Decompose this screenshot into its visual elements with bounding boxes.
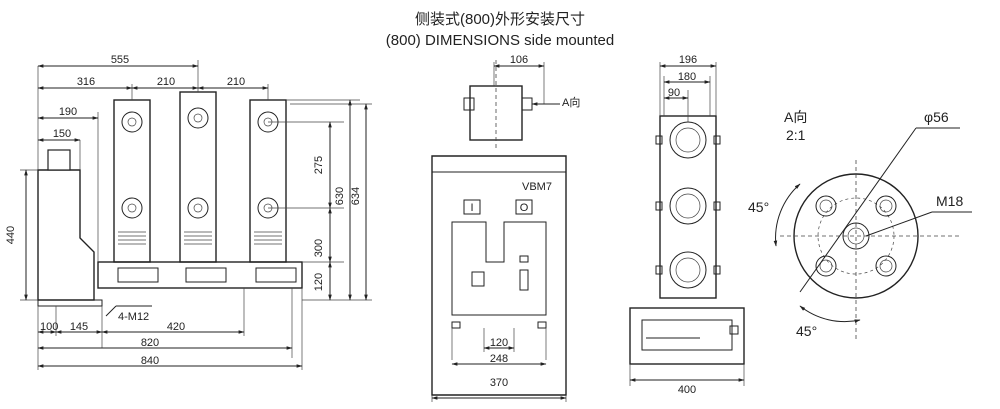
angle-arc-top	[773, 183, 801, 247]
dim-196: 196	[679, 54, 697, 66]
dim-440: 440	[5, 226, 17, 244]
angle-top-label: 45°	[748, 199, 769, 215]
center-hole	[842, 222, 870, 250]
bolt-hole-2	[875, 195, 897, 217]
base-frame	[97, 261, 303, 289]
dim-630: 630	[334, 187, 346, 205]
dim-555: 555	[111, 54, 129, 66]
front-view: 106 A向 VBM7 I O 120 248 370	[431, 54, 580, 402]
dim-634: 634	[350, 187, 362, 205]
top-view: 196 180 90 400	[629, 54, 745, 396]
view-arrow-label: A向	[562, 95, 580, 109]
on-button-label: I	[470, 202, 473, 214]
base-window-2	[185, 267, 227, 283]
dim-840: 840	[141, 355, 159, 367]
base-foot	[37, 299, 103, 307]
dim-150: 150	[53, 128, 71, 140]
label-4-m12: 4-M12	[118, 311, 149, 323]
side-view: 555 316 210 210 190 150 440 275 300 120	[5, 54, 372, 370]
dim-120: 120	[313, 273, 325, 291]
pole-1-terminal-top	[121, 111, 143, 133]
dim-316: 316	[77, 76, 95, 88]
mechanism-top-block	[47, 149, 71, 171]
pole-3	[249, 99, 287, 263]
dim-248: 248	[490, 353, 508, 365]
detail-view: A向 2:1 φ56 M18 45° 45°	[748, 109, 972, 340]
dim-275: 275	[313, 156, 325, 174]
dim-180: 180	[678, 71, 696, 83]
pole-2-terminal-bottom	[187, 197, 209, 219]
thread-label: M18	[936, 193, 963, 209]
dim-210-b: 210	[227, 76, 245, 88]
dim-100: 100	[40, 321, 58, 333]
top-terminal-2	[669, 187, 707, 225]
dim-190: 190	[59, 106, 77, 118]
diagonal-ref-line	[799, 127, 917, 293]
base-window-3	[255, 267, 297, 283]
dim-106: 106	[510, 54, 528, 66]
dim-420: 420	[167, 321, 185, 333]
dim-145: 145	[70, 321, 88, 333]
front-indicator-left	[471, 271, 485, 287]
dim-300: 300	[313, 239, 325, 257]
dim-820: 820	[141, 337, 159, 349]
leader-4-m12	[105, 305, 117, 317]
bolt-hole-4	[875, 255, 897, 277]
top-base	[629, 307, 745, 365]
pole-2	[179, 91, 217, 263]
base-window-1	[117, 267, 159, 283]
dim-front-120: 120	[490, 337, 508, 349]
off-button	[515, 199, 533, 215]
title-chinese: 侧装式(800)外形安装尺寸	[415, 11, 585, 28]
detail-scale: 2:1	[786, 127, 806, 143]
angle-arc-bottom	[799, 305, 861, 323]
front-indicator-right	[519, 269, 529, 291]
dim-210-a: 210	[157, 76, 175, 88]
pole-2-terminal-top	[187, 107, 209, 129]
diameter-label: φ56	[924, 109, 949, 125]
front-inner-panel	[451, 221, 547, 316]
mechanism-housing	[37, 169, 95, 301]
off-button-label: O	[520, 202, 529, 214]
top-terminal-3	[669, 251, 707, 289]
on-button	[463, 199, 481, 215]
angle-bottom-label: 45°	[796, 323, 817, 339]
title-english: (800) DIMENSIONS side mounted	[386, 32, 614, 49]
dim-370: 370	[490, 377, 508, 389]
dim-90: 90	[668, 87, 680, 99]
pole-1-terminal-bottom	[121, 197, 143, 219]
dim-400: 400	[678, 384, 696, 396]
top-column	[659, 115, 717, 299]
bolt-hole-1	[815, 195, 837, 217]
model-label: VBM7	[522, 181, 552, 193]
detail-title: A向	[784, 109, 807, 125]
pole-1	[113, 99, 151, 263]
top-terminal-1	[669, 121, 707, 159]
